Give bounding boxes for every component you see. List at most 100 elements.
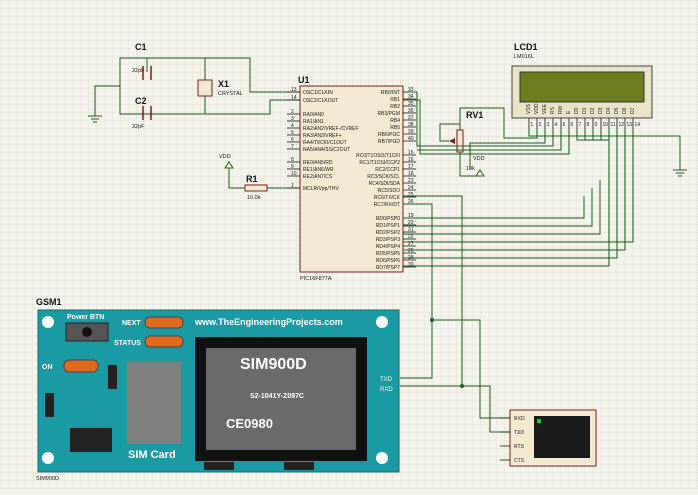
vdd-left-label: VDD — [219, 154, 231, 160]
u1-body — [299, 85, 404, 273]
rv1-wiper — [449, 138, 455, 144]
gsm-module[interactable]: GSM1 Power BTN NEXT STATUS www.TheEngine… — [36, 297, 400, 482]
wire-term-rxd — [432, 319, 513, 419]
lcd-pin-number: 4 — [555, 122, 558, 128]
wire-vee — [469, 128, 546, 170]
u1-pin-number: 4 — [291, 123, 294, 129]
u1-pin-number: 10 — [291, 171, 297, 177]
terminal-screen — [534, 416, 590, 458]
u1-pin-number: 5 — [291, 130, 294, 136]
u1-pin-name: RB7/PGD — [378, 139, 400, 145]
wire-d5 — [403, 128, 618, 259]
rv1-ref: RV1 — [466, 110, 483, 120]
lcd-pin-name: D5 — [614, 107, 620, 114]
u1-ref: U1 — [298, 75, 310, 85]
on-led — [63, 359, 99, 373]
sim-slot — [127, 362, 181, 444]
u1-pin-number: 3 — [291, 116, 294, 122]
lcd-pin-number: 13 — [627, 122, 633, 128]
wire-osc1 — [205, 57, 300, 93]
wire-rs — [403, 91, 554, 147]
u1-pin-name: RD1/PSP1 — [376, 223, 400, 229]
lcd-pin-name: D3 — [598, 107, 604, 114]
u1-pin-name: RB5 — [390, 125, 400, 131]
u1-pin-number: 20 — [408, 220, 414, 226]
lcd-pin-number: 8 — [587, 122, 590, 128]
c1-ref: C1 — [135, 42, 147, 52]
chip-serial: S2-1041Y-Z097C — [250, 393, 304, 400]
lcd-pin-name: D1 — [582, 107, 588, 114]
u1-pin-name: RD2/PSP2 — [376, 230, 400, 236]
wire-d6 — [403, 128, 626, 251]
wire-c1 — [94, 57, 205, 116]
chip-name: SIM900D — [240, 356, 307, 373]
mount-hole-tr — [376, 316, 388, 328]
on-label: ON — [42, 364, 53, 371]
wire-lcd-gnd — [528, 128, 681, 170]
u1-pin-name: RD0/PSP0 — [376, 216, 400, 222]
u1-pin-number: 33 — [408, 87, 414, 93]
lcd-pin-name: D0 — [574, 107, 580, 114]
terminal-pin-name: CTS — [514, 458, 525, 464]
oscillator-circuit: C1 22pF C2 22pF X1 CRYSTAL — [88, 42, 300, 130]
reset-circuit: VDD R1 10.0k — [219, 154, 300, 201]
r1-ref: R1 — [246, 174, 258, 184]
c2-ref: C2 — [135, 96, 147, 106]
u1-pin-number: 17 — [408, 164, 414, 170]
u1-right-pins: 33RB0/INT34RB135RB236RB3/PGM37RB438RB539… — [356, 87, 416, 271]
u1-pin-name: RC7/RX/DT — [374, 202, 400, 208]
lcd-module[interactable]: LCD1 LM016L VSS1VDD2VEE3RS4RW5E6D07D18D2… — [511, 42, 653, 128]
u1-pin-name: RA2/AN2/VREF-/CVREF — [303, 126, 359, 132]
simcard-label: SIM Card — [128, 449, 176, 461]
u1-pin-number: 24 — [408, 185, 414, 191]
u1-pin-number: 2 — [291, 109, 294, 115]
u1-pin-number: 39 — [408, 129, 414, 135]
lcd-pin-name: VEE — [542, 103, 548, 114]
gsm-url: www.TheEngineeringProjects.com — [194, 317, 343, 327]
capacitor-c2[interactable] — [142, 106, 152, 120]
ic-chip — [70, 428, 112, 452]
wire-vdd-r1 — [228, 168, 245, 189]
u1-pin-name: RA4/T0CKI/C1OUT — [303, 140, 347, 146]
u1-pin-number: 40 — [408, 136, 414, 142]
u1-pin-number: 34 — [408, 94, 414, 100]
u1-pin-number: 25 — [408, 192, 414, 198]
u1-pin-name: RB3/PGM — [377, 111, 400, 117]
status-label: STATUS — [114, 340, 141, 347]
u1-pin-number: 15 — [408, 150, 414, 156]
u1-pin-name: RC6/TX/CK — [374, 195, 401, 201]
u1-pin-name: RD6/PSP6 — [376, 258, 400, 264]
crystal-x1[interactable] — [197, 79, 213, 97]
mount-hole-tl — [42, 316, 54, 328]
u1-pin-name: RE2/AN7/CS — [303, 174, 333, 180]
u1-pin-name: RE1/AN6/WR — [303, 167, 334, 173]
u1-pin-name: RD5/PSP5 — [376, 251, 400, 257]
u1-pin-number: 21 — [408, 227, 414, 233]
resistor-r1[interactable] — [244, 184, 268, 192]
lcd-pin-name: D7 — [630, 107, 636, 114]
lcd-pin-name: D4 — [606, 107, 612, 114]
chip-ce: CE0980 — [226, 416, 273, 431]
u1-pin-name: RD3/PSP3 — [376, 237, 400, 243]
u1-pin-name: RB6/PGC — [378, 132, 400, 138]
capacitor-c1[interactable] — [142, 66, 152, 80]
gsm-part: SIM900D — [36, 476, 59, 482]
lcd-pin-name: VSS — [526, 103, 532, 114]
u1-pin-number: 23 — [408, 178, 414, 184]
gsm-rxd-label: RXD — [380, 387, 393, 393]
u1-pin-number: 9 — [291, 164, 294, 170]
u1-pin-number: 37 — [408, 115, 414, 121]
mount-hole-br — [376, 452, 388, 464]
wire-rv1-bot — [459, 152, 476, 177]
lcd-pin-name: D2 — [590, 107, 596, 114]
wire-d7 — [403, 128, 634, 243]
u1-pin-name: RC4/SDI/SDA — [369, 181, 401, 187]
u1-pin-number: 7 — [291, 144, 294, 150]
lcd-pin-number: 7 — [579, 122, 582, 128]
lcd-pin-name: E — [566, 110, 572, 114]
c2-value: 22pF — [132, 124, 145, 130]
